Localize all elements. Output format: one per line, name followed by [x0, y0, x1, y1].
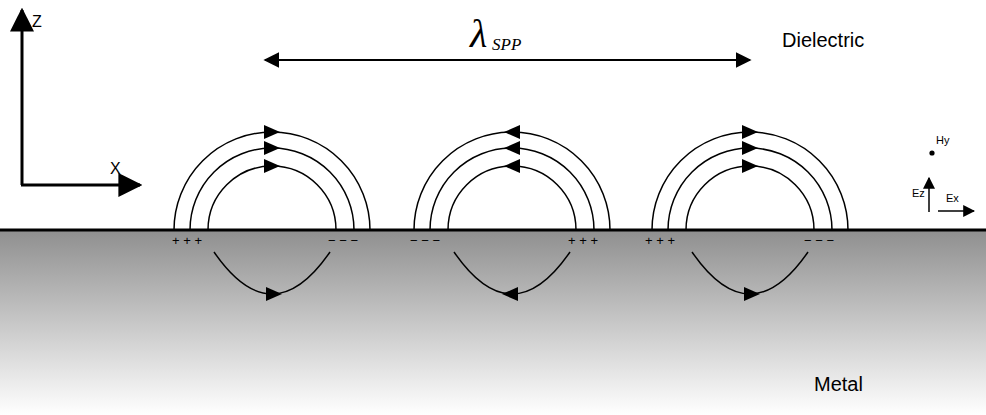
- charge-signs: + + +: [568, 234, 598, 247]
- x-axis: [21, 184, 140, 187]
- charge-signs: − − −: [328, 234, 358, 247]
- axis-label: X: [110, 161, 121, 177]
- ez-arrow: [928, 178, 930, 212]
- charge-signs: − − −: [804, 234, 834, 247]
- hy-dot: [929, 150, 934, 155]
- field-label: Ez: [912, 188, 925, 199]
- charge-signs: − − −: [410, 234, 440, 247]
- wavelength-subscript: SPP: [492, 36, 521, 53]
- z-axis: [21, 10, 24, 185]
- axis-label: Z: [32, 14, 42, 30]
- field-arrowheads: [264, 125, 760, 301]
- field-label: Ex: [946, 193, 959, 204]
- interface-line: [0, 229, 986, 232]
- field-label: Hy: [936, 135, 949, 146]
- field-lines: [174, 132, 848, 294]
- medium-label: Metal: [814, 374, 863, 394]
- metal-region: [0, 230, 986, 415]
- medium-label: Dielectric: [782, 30, 864, 50]
- wavelength-arrow: [265, 59, 750, 61]
- wavelength-symbol: λ: [470, 14, 487, 54]
- ex-arrow: [938, 210, 974, 212]
- charge-signs: + + +: [645, 234, 675, 247]
- charge-signs: + + +: [172, 234, 202, 247]
